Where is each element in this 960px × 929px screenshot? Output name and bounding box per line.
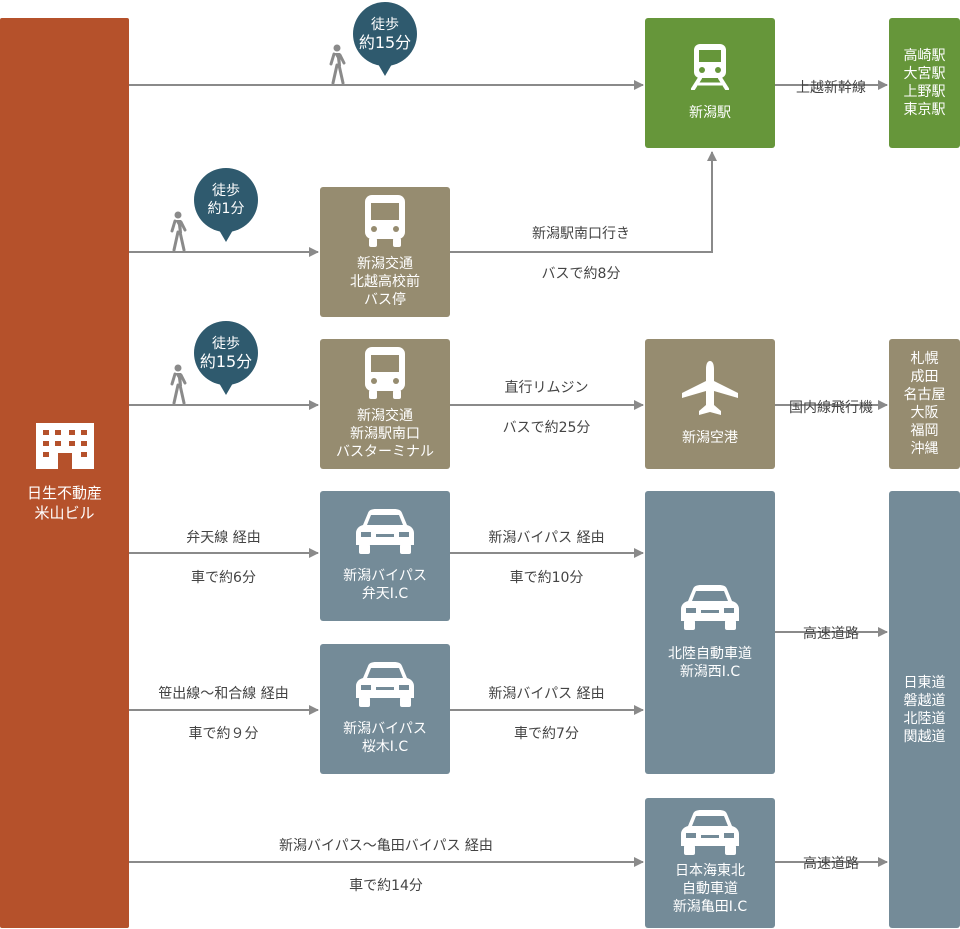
expressway-destinations: 日東道 磐越道 北陸道 関越道 bbox=[903, 674, 946, 745]
bypass-10min-route-label: 新潟バイパス 経由 車で約10分 bbox=[488, 530, 605, 586]
train-icon bbox=[691, 44, 729, 90]
sakuragi-ic-box: 新潟バイパス 桜木I.C bbox=[320, 644, 450, 774]
expressway-destinations-box: 日東道 磐越道 北陸道 関越道 bbox=[889, 491, 960, 928]
niigata-nishi-ic-label: 北陸自動車道 新潟西I.C bbox=[668, 645, 752, 680]
shinkansen-destinations: 高崎駅 大宮駅 上野駅 東京駅 bbox=[903, 48, 946, 118]
flight-destinations-box: 札幌 成田 名古屋 大阪 福岡 沖縄 bbox=[889, 339, 960, 469]
bus-icon bbox=[365, 195, 405, 247]
limousine-route-label: 直行リムジン バスで約25分 bbox=[502, 380, 591, 436]
niigata-station-box: 新潟駅 bbox=[645, 18, 775, 148]
walking-person-icon bbox=[329, 44, 346, 84]
airplane-icon bbox=[682, 361, 738, 415]
bubble-label: 徒歩 bbox=[212, 336, 240, 352]
bubble-label: 徒歩 bbox=[371, 17, 399, 33]
benten-route-label: 弁天線 経由 車で約6分 bbox=[186, 530, 261, 586]
bus-icon bbox=[365, 347, 405, 399]
bus-terminal-label: 新潟交通 新潟駅南口 バスターミナル bbox=[336, 408, 434, 460]
walking-person-icon bbox=[170, 211, 187, 251]
line-bus-to-station bbox=[450, 151, 717, 253]
expressway-route-label-2: 高速道路 bbox=[803, 856, 859, 872]
walk-time-bubble-1: 徒歩 約15分 bbox=[353, 2, 417, 76]
kameda-route-label: 新潟バイパス〜亀田バイパス 経由 車で約14分 bbox=[279, 838, 493, 894]
bubble-time: 約1分 bbox=[207, 201, 245, 217]
expressway-route-label-1: 高速道路 bbox=[803, 626, 859, 642]
hokuetsu-bus-stop-box: 新潟交通 北越高校前 バス停 bbox=[320, 187, 450, 317]
walking-person-icon bbox=[170, 364, 187, 404]
kameda-ic-box: 日本海東北 自動車道 新潟亀田I.C bbox=[645, 798, 775, 928]
car-icon bbox=[681, 810, 739, 855]
car-icon bbox=[356, 662, 414, 707]
niigata-station-label: 新潟駅 bbox=[689, 105, 731, 121]
benten-ic-label: 新潟バイパス 弁天I.C bbox=[343, 568, 427, 602]
walk-time-bubble-3: 徒歩 約15分 bbox=[194, 321, 258, 395]
niigata-airport-box: 新潟空港 bbox=[645, 339, 775, 469]
walk-time-bubble-2: 徒歩 約1分 bbox=[194, 168, 258, 242]
bypass-7min-route-label: 新潟バイパス 経由 車で約7分 bbox=[488, 686, 605, 742]
sasade-route-label: 笹出線〜和合線 経由 車で約９分 bbox=[158, 686, 289, 742]
kameda-ic-label: 日本海東北 自動車道 新潟亀田I.C bbox=[672, 863, 748, 915]
flight-destinations: 札幌 成田 名古屋 大阪 福岡 沖縄 bbox=[903, 351, 946, 457]
shinkansen-route-label: 上越新幹線 bbox=[796, 80, 866, 96]
bus-terminal-box: 新潟交通 新潟駅南口 バスターミナル bbox=[320, 339, 450, 469]
bubble-time: 約15分 bbox=[199, 352, 253, 371]
domestic-flight-route-label: 国内線飛行機 bbox=[789, 400, 873, 416]
benten-ic-box: 新潟バイパス 弁天I.C bbox=[320, 491, 450, 621]
bubble-label: 徒歩 bbox=[212, 183, 240, 199]
shinkansen-destinations-box: 高崎駅 大宮駅 上野駅 東京駅 bbox=[889, 18, 960, 148]
origin-building-box: 日生不動産 米山ビル bbox=[0, 18, 129, 928]
sakuragi-ic-label: 新潟バイパス 桜木I.C bbox=[343, 721, 427, 755]
bubble-time: 約15分 bbox=[358, 33, 412, 52]
car-icon bbox=[356, 509, 414, 554]
origin-label: 日生不動産 米山ビル bbox=[26, 484, 102, 522]
hokuetsu-bus-stop-label: 新潟交通 北越高校前 バス停 bbox=[350, 256, 420, 308]
building-icon bbox=[35, 423, 94, 469]
niigata-airport-label: 新潟空港 bbox=[682, 430, 738, 446]
car-icon bbox=[681, 584, 739, 630]
niigata-nishi-ic-box: 北陸自動車道 新潟西I.C bbox=[645, 491, 775, 774]
bus-to-station-route-label: 新潟駅南口行き バスで約8分 bbox=[532, 226, 630, 282]
